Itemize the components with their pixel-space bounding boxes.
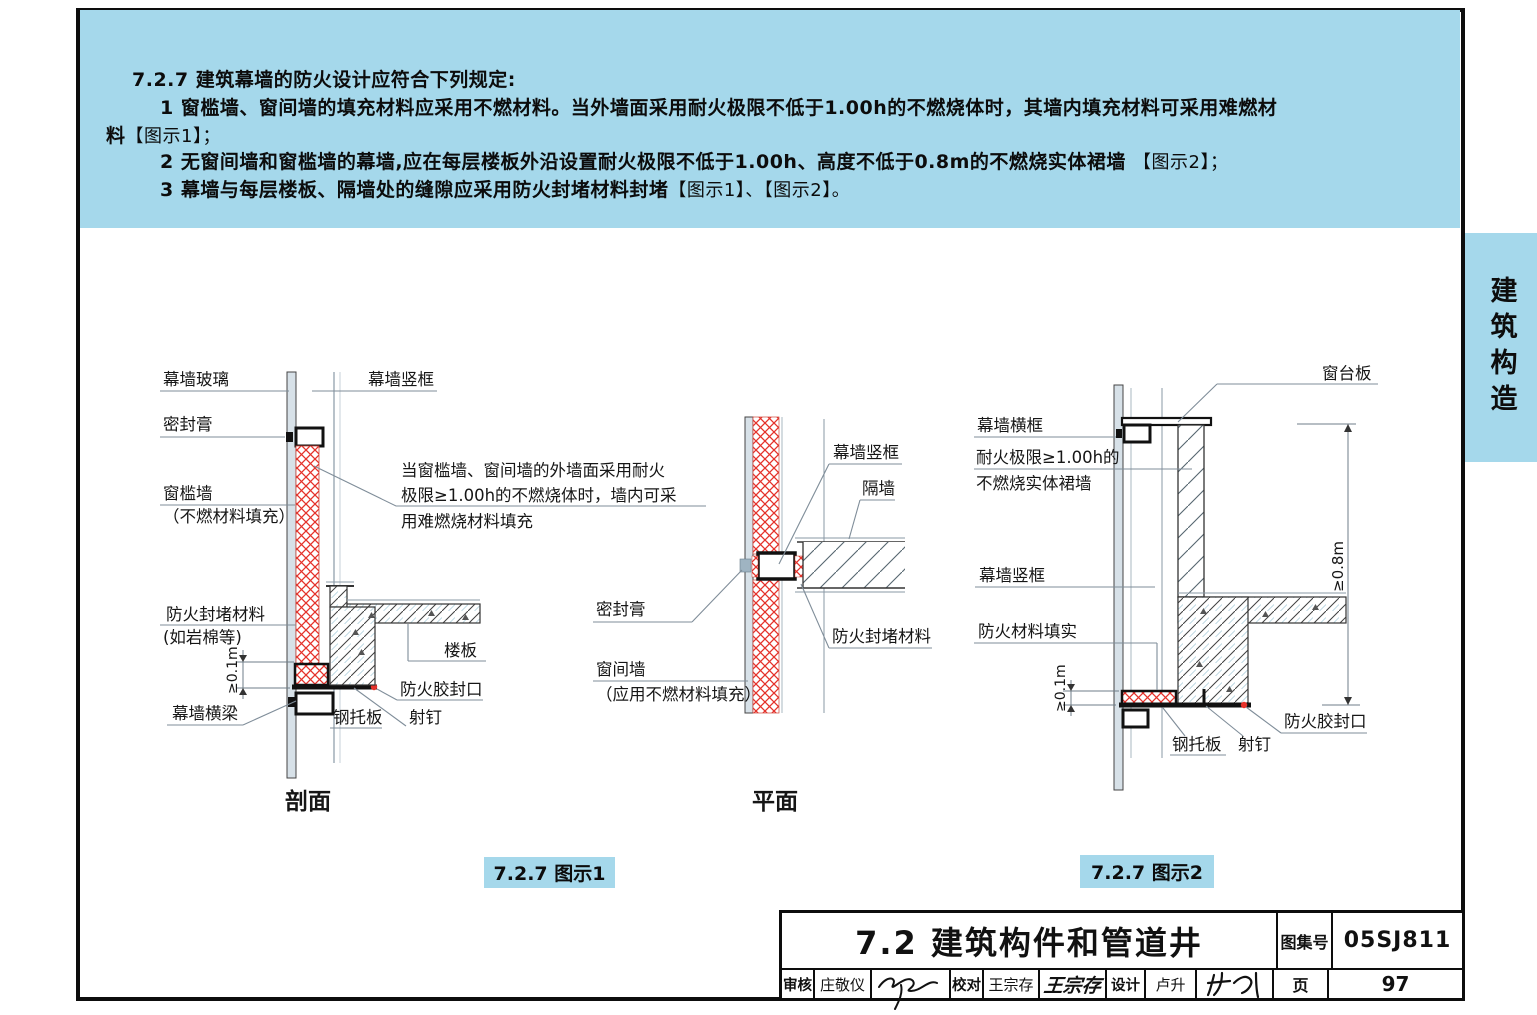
fig1-slab-curb: [329, 585, 348, 608]
fig1-label-sealant: 密封膏: [163, 414, 213, 434]
fig2-plan-drawing: 幕墙竖框 隔墙 密封膏 防火封堵材料 窗间墙 （应用不燃材料填充） 平面: [593, 416, 932, 815]
fig3-label-sill: 窗台板: [1322, 364, 1372, 383]
fig2-label-firestop: 防火封堵材料: [832, 627, 931, 646]
fig1-sealant-nub: [286, 432, 293, 442]
signature-scribble: [878, 977, 938, 1010]
figure-ref: 【图示2】；: [1133, 152, 1229, 173]
fig2-caption: 平面: [752, 789, 798, 815]
figure-ref: 【图示1】；: [125, 126, 221, 147]
fig1-label-beam: 幕墙横梁: [172, 704, 238, 723]
fig3-label-fire2: 不燃烧实体裙墙: [976, 474, 1092, 493]
fig2-label-wall2: （应用不燃材料填充）: [596, 685, 761, 704]
clause-item2: 2 无窗间墙和窗槛墙的幕墙,应在每层楼板外沿设置耐火极限不低于1.00h、高度不…: [160, 151, 1229, 173]
fig2-seal-left: [751, 555, 759, 578]
fig3-skirt-wall: [1177, 424, 1205, 598]
clause-item1-line1: 1 窗槛墙、窗间墙的填充材料应采用不燃材料。当外墙面采用耐火极限不低于1.00h…: [160, 97, 1278, 119]
concrete-triangles: [352, 610, 469, 655]
fig2-label-mullion: 幕墙竖框: [833, 443, 899, 462]
fig1-caption: 剖面: [285, 788, 331, 815]
fig2-leader-lines: [593, 463, 932, 682]
title-block: 7.2 建筑构件和管道井 图集号 05SJ811 审核 庄敬仪 校对 王宗存 王…: [779, 910, 1465, 1010]
fig1-note-line3: 用难燃烧材料填充: [401, 512, 533, 531]
clause-item1-line2: 料【图示1】；: [106, 125, 221, 147]
fig1-leader-lines: [160, 390, 706, 729]
fig1-label-mullion: 幕墙竖框: [368, 370, 434, 389]
fig2-insulation-lower: [752, 579, 780, 714]
fig1-dim-label: ≥0.1m: [225, 646, 241, 694]
page-number: 97: [1381, 972, 1410, 996]
fig2-label-partition: 隔墙: [862, 479, 895, 498]
atlas-number: 05SJ811: [1343, 928, 1452, 953]
fig1-label-firestop2: (如岩棉等): [163, 628, 242, 647]
review-label: 审核: [782, 970, 815, 998]
section-title: 7.2 建筑构件和管道井: [782, 913, 1278, 968]
fig1-top-transom: [294, 426, 325, 448]
fig1-slab-beam: [329, 606, 376, 686]
fig1-insulation: [295, 445, 320, 665]
fig3-label-plate: 钢托板: [1172, 735, 1222, 754]
proofreader-name: 王宗存: [984, 970, 1040, 998]
fig1-note-line2: 极限≥1.00h的不燃烧体时，墙内可采: [401, 486, 677, 505]
fig2-seal-right: [794, 555, 804, 578]
fig3-bottom-hframe: [1121, 708, 1150, 729]
clause-item3: 3 幕墙与每层楼板、隔墙处的缝隙应采用防火封堵材料封堵【图示1】、【图示2】。: [160, 179, 851, 201]
fig2-insulation-upper: [752, 416, 780, 555]
page-label: 页: [1274, 970, 1329, 998]
clause-title: 7.2.7 建筑幕墙的防火设计应符合下列规定:: [132, 69, 516, 91]
fig1-label-firestop: 防火封堵材料: [166, 605, 265, 624]
design-signature: [1197, 970, 1274, 999]
reviewer-name: 庄敬仪: [815, 970, 872, 998]
fig3-label-nail: 射钉: [1238, 735, 1271, 754]
fig1-section-drawing: ≥0.1m 幕墙玻璃 幕墙竖框 密封膏 窗槛墙 （不燃材料填充） 当窗槛墙: [160, 370, 706, 815]
fig1-badge: 7.2.7 图示1: [484, 857, 615, 888]
signature-scribble: [1206, 971, 1259, 999]
fig1-bottom-transom: [294, 691, 335, 716]
fig2-label-sealant: 密封膏: [596, 599, 646, 619]
fig3-badge: 7.2.7 图示2: [1080, 855, 1214, 888]
fig3-label-hframe: 幕墙横框: [977, 416, 1043, 435]
fig2-sealant-marker: [739, 558, 752, 573]
atlas-number-label: 图集号: [1278, 913, 1333, 968]
fig2-label-wall: 窗间墙: [596, 660, 646, 679]
fig3-label-fire1: 耐火极限≥1.00h的: [976, 448, 1120, 467]
fig1-note-line1: 当窗槛墙、窗间墙的外墙面采用耐火: [401, 461, 665, 480]
fig3-dim1-label: ≥0.1m: [1053, 664, 1069, 712]
fig1-firestop-strip: [293, 662, 330, 687]
fig1-label-spandrel: 窗槛墙: [163, 484, 213, 503]
fig1-label-spandrel2: （不燃材料填充）: [163, 507, 295, 526]
chapter-side-tab: 建筑构造: [1465, 233, 1537, 462]
fig1-label-slab: 楼板: [444, 641, 477, 660]
fig3-label-mullion: 幕墙竖框: [979, 566, 1045, 585]
fig2-mullion-box: [756, 551, 797, 581]
fig1-label-plate: 钢托板: [333, 708, 383, 727]
proofread-signature: 王宗存: [1040, 970, 1107, 998]
review-signature: [872, 970, 951, 1010]
concrete-triangles: [1196, 604, 1319, 692]
fig3-label-fireseal: 防火胶封口: [1284, 712, 1367, 731]
fig3-slab-beam: [1177, 596, 1249, 707]
title-block-row1: 7.2 建筑构件和管道井 图集号 05SJ811: [782, 913, 1462, 970]
fig1-label-glass: 幕墙玻璃: [163, 370, 229, 389]
chapter-side-tab-label: 建筑构造: [1485, 275, 1517, 420]
fig1-label-nail: 射钉: [409, 708, 442, 727]
clause-box: 7.2.7 建筑幕墙的防火设计应符合下列规定: 1 窗槛墙、窗间墙的填充材料应采…: [80, 10, 1460, 228]
proofread-label: 校对: [951, 970, 984, 998]
fig3-top-hframe: [1122, 423, 1152, 444]
fig3-leader-lines: [974, 383, 1378, 756]
fig3-sill-board: [1120, 416, 1213, 427]
designer-name: 卢升: [1146, 970, 1197, 998]
fig3-dim2-label: ≥0.8m: [1329, 541, 1347, 592]
figure-ref: 【图示1】、【图示2】。: [668, 180, 851, 201]
title-block-row2: 审核 庄敬仪 校对 王宗存 王宗存 设计 卢升 页 97: [782, 970, 1462, 1010]
design-label: 设计: [1107, 970, 1146, 998]
fig3-section-drawing: ≥0.1m ≥0.8m 窗台板 幕墙横框 耐火: [974, 364, 1378, 791]
fig3-label-fill: 防火材料填实: [978, 622, 1077, 641]
fig2-partition-wall: [803, 542, 905, 588]
fig3-fireseal-dot: [1240, 701, 1248, 709]
fig1-label-fireseal: 防火胶封口: [400, 680, 483, 699]
fig3-dim-0-8m: [1297, 423, 1360, 706]
